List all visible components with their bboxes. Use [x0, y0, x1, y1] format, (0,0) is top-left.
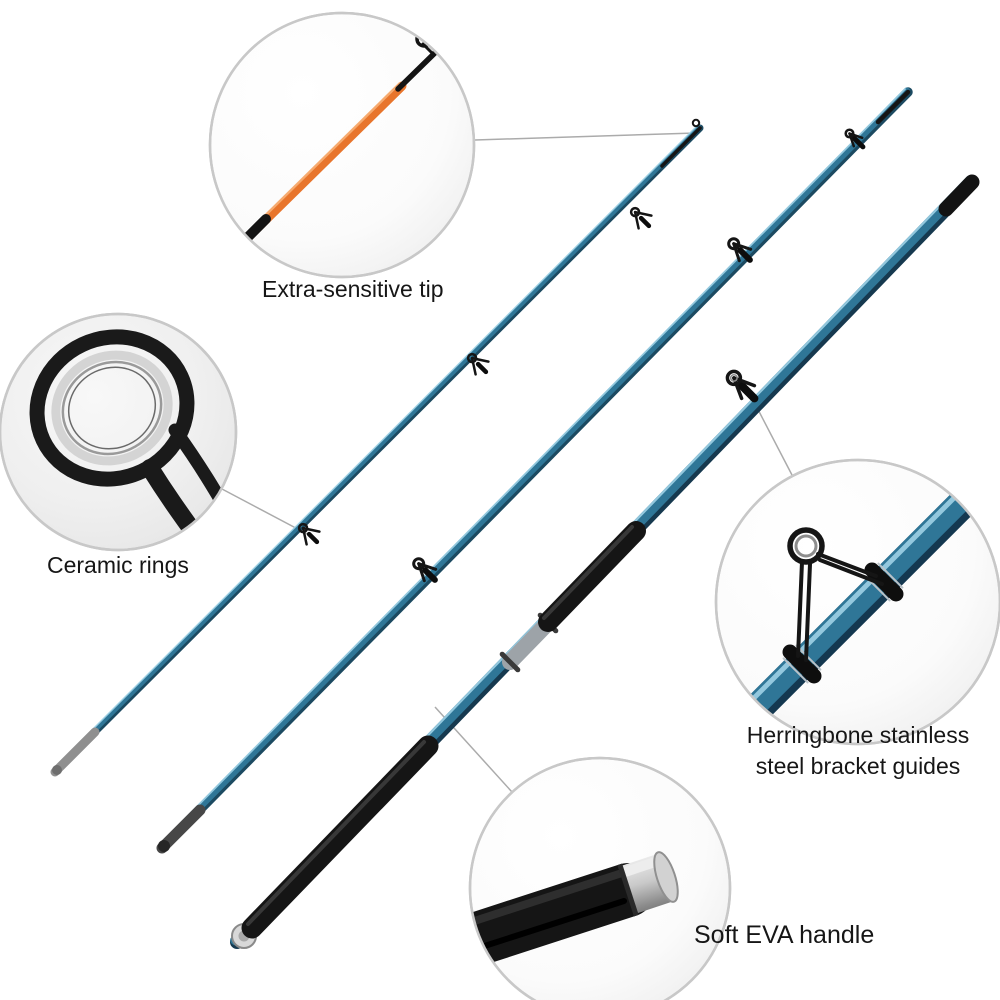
label-bracket-guides: Herringbone stainless steel bracket guid… [700, 720, 1000, 782]
rod-middle-section [156, 87, 913, 854]
label-ceramic-rings: Ceramic rings [47, 552, 189, 578]
eva-foam-grip [241, 735, 439, 939]
rod-top-cap [938, 174, 980, 217]
connector-tip [474, 132, 697, 141]
label-soft-eva-handle: Soft EVA handle [694, 921, 875, 949]
label-bracket-line1: Herringbone stainless [746, 722, 970, 748]
eva-foam-foregrip [538, 521, 646, 632]
rod-guide [412, 557, 438, 583]
rod-guide [629, 206, 653, 230]
rod-guide [844, 128, 866, 150]
rod-handle-section [230, 174, 980, 949]
bracket-guide [787, 527, 884, 662]
rod-guide [725, 369, 759, 403]
chrome-end-cap [617, 851, 679, 917]
callout-bracket-guides [714, 458, 1000, 746]
callout-ceramic-rings [0, 312, 238, 552]
rod-butt-cap [50, 727, 100, 777]
rod-guide [466, 352, 490, 376]
tip-ring-guide [691, 118, 701, 128]
rod-guide [297, 522, 321, 546]
label-extra-sensitive-tip: Extra-sensitive tip [262, 276, 444, 302]
rod-butt-cap [156, 804, 206, 854]
rod-tip-section [50, 118, 704, 777]
label-bracket-line2: steel bracket guides [755, 753, 961, 779]
callout-eva-handle [468, 756, 732, 1000]
rod-guide [727, 237, 753, 263]
callout-extra-sensitive-tip [208, 11, 476, 279]
